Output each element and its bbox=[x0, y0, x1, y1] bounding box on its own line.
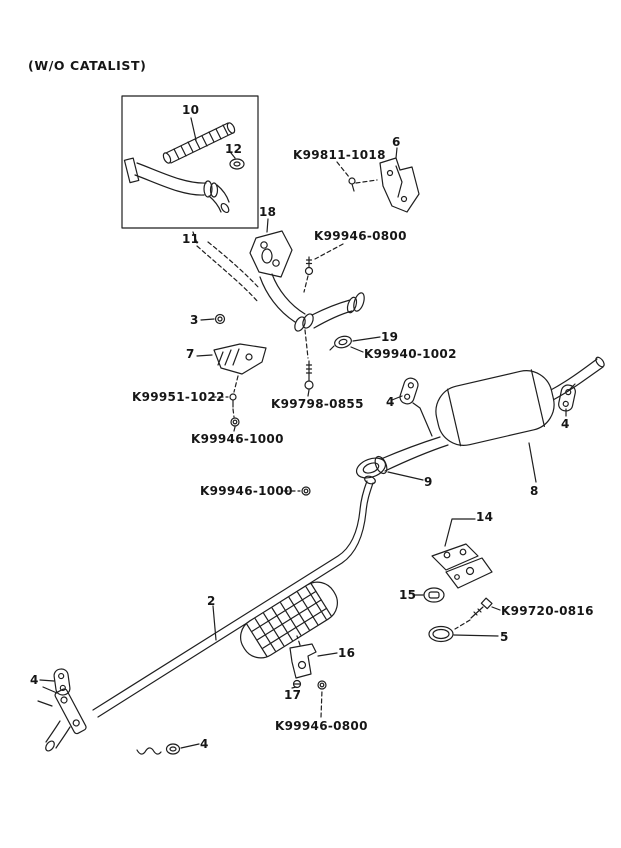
callout-part-18: 18 bbox=[259, 205, 277, 219]
callout-k99720-0816: K99720-0816 bbox=[501, 604, 594, 618]
muffler-pipes-drawing bbox=[374, 356, 605, 475]
callout-part-2: 2 bbox=[207, 594, 216, 608]
nut-3-drawing bbox=[214, 313, 226, 325]
rear-muffler-drawing bbox=[435, 369, 555, 447]
clamp-15-drawing bbox=[423, 587, 445, 603]
callout-part-3: 3 bbox=[190, 313, 199, 327]
nut-k99946-0800-bottom-drawing bbox=[317, 680, 327, 690]
callout-part-8: 8 bbox=[530, 484, 539, 498]
callout-part-4-d: 4 bbox=[200, 737, 209, 751]
reference-dashes bbox=[196, 241, 260, 303]
ring-12-drawing bbox=[229, 158, 245, 170]
callout-k99811-1018: K99811-1018 bbox=[293, 148, 386, 162]
callout-part-6: 6 bbox=[392, 135, 401, 149]
callout-part-19: 19 bbox=[381, 330, 399, 344]
callout-k99951-1022: K99951-1022 bbox=[132, 390, 225, 404]
resonator-drawing bbox=[240, 581, 338, 659]
callout-part-9: 9 bbox=[424, 475, 433, 489]
callout-part-4-c: 4 bbox=[30, 673, 39, 687]
callout-part-12: 12 bbox=[225, 142, 243, 156]
nut-k99946-1000-a-drawing bbox=[230, 417, 240, 427]
callout-part-16: 16 bbox=[338, 646, 356, 660]
dashed-connectors bbox=[211, 161, 471, 718]
diagram-title: (W/O CATALIST) bbox=[28, 58, 147, 73]
gasket-9-drawing bbox=[355, 457, 387, 479]
bracket-14-drawing bbox=[431, 543, 493, 589]
bolt-k99951-drawing bbox=[229, 393, 237, 408]
callout-part-4-b: 4 bbox=[561, 417, 570, 431]
callout-part-17: 17 bbox=[284, 688, 302, 702]
callout-k99946-0800-bot: K99946-0800 bbox=[275, 719, 368, 733]
callout-part-15: 15 bbox=[399, 588, 417, 602]
detail-box bbox=[121, 95, 259, 229]
bolt-k99798-drawing bbox=[304, 360, 314, 390]
callout-part-4-a: 4 bbox=[386, 395, 395, 409]
callout-part-5: 5 bbox=[500, 630, 509, 644]
bolt-k99720-drawing bbox=[470, 597, 493, 619]
nut-k99946-1000-b-drawing bbox=[301, 486, 311, 496]
hanger-4c-drawing bbox=[53, 668, 71, 696]
clamp-19-drawing bbox=[329, 335, 352, 351]
callout-k99946-1000-a: K99946-1000 bbox=[191, 432, 284, 446]
callout-k99946-1000-b: K99946-1000 bbox=[200, 484, 293, 498]
hanger-4b-drawing bbox=[558, 384, 576, 412]
leader-lines bbox=[39, 117, 567, 749]
flex-pipe-drawing bbox=[162, 122, 236, 164]
bracket-7-drawing bbox=[213, 343, 267, 375]
callout-part-7: 7 bbox=[186, 347, 195, 361]
hanger-4a-drawing bbox=[399, 377, 419, 405]
bracket-6-drawing bbox=[379, 157, 420, 213]
callout-part-11: 11 bbox=[182, 232, 200, 246]
ring-5-drawing bbox=[428, 625, 454, 643]
front-flange-drawing bbox=[37, 686, 162, 755]
bolt-k99946-0800-top-drawing bbox=[304, 256, 314, 276]
front-pipe-drawing bbox=[259, 273, 365, 332]
downpipe-11-drawing bbox=[123, 157, 230, 214]
callout-part-10: 10 bbox=[182, 103, 200, 117]
bolt-17-drawing bbox=[292, 679, 302, 689]
callout-part-14: 14 bbox=[476, 510, 494, 524]
bolt-k99811-drawing bbox=[348, 177, 356, 192]
callout-k99798-0855: K99798-0855 bbox=[271, 397, 364, 411]
hanger-4d-drawing bbox=[165, 743, 181, 755]
flange-18-drawing bbox=[249, 230, 293, 278]
callout-k99946-0800-top: K99946-0800 bbox=[314, 229, 407, 243]
callout-k99940-1002: K99940-1002 bbox=[364, 347, 457, 361]
bracket-16-drawing bbox=[289, 643, 317, 679]
